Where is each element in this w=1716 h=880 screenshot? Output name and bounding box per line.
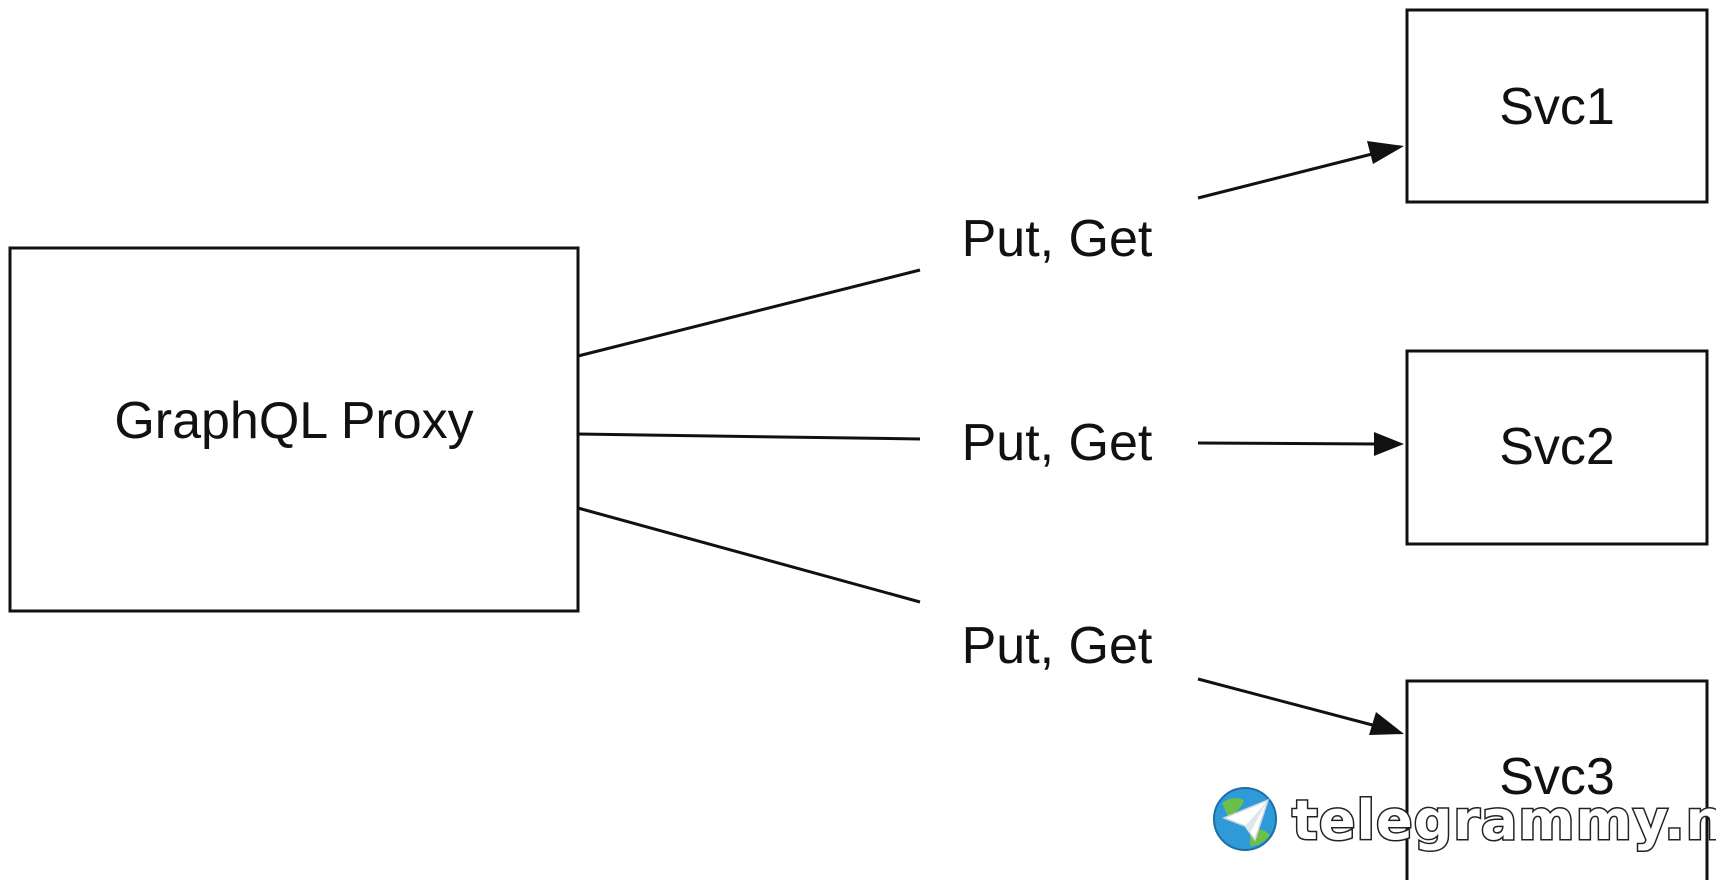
edge-proxy-svc3-label: Put, Get: [962, 617, 1153, 675]
svc2-label: Svc2: [1499, 418, 1615, 476]
edge-proxy-svc1-line-start: [577, 268, 921, 358]
svc3-node: Svc3: [1405, 679, 1709, 880]
svc3-box: [1405, 679, 1709, 880]
graphql-proxy-label: GraphQL Proxy: [114, 392, 473, 450]
edge-proxy-svc3-line-start: [577, 506, 921, 604]
edge-proxy-svc3-arrowhead: [1369, 712, 1404, 735]
edge-proxy-svc3: Put, Get: [577, 506, 1404, 735]
edge-proxy-svc1-arrowhead: [1367, 141, 1404, 164]
edge-proxy-svc2-arrowhead: [1374, 432, 1404, 456]
svc1-box: [1405, 8, 1709, 204]
watermark-text: telegrammy.net: [1292, 789, 1716, 852]
paper-plane-globe-icon: [1213, 787, 1277, 851]
edge-proxy-svc1-label: Put, Get: [962, 210, 1153, 268]
svc1-node: Svc1: [1405, 8, 1709, 204]
edge-proxy-svc1-line-end: [1197, 150, 1381, 200]
graphql-proxy-box: [8, 246, 580, 613]
svc1-label: Svc1: [1499, 78, 1615, 136]
graphql-proxy-node: GraphQL Proxy: [8, 246, 580, 613]
edge-proxy-svc2-line-start: [577, 432, 921, 441]
watermark: telegrammy.net: [1213, 787, 1716, 854]
edge-proxy-svc2: Put, Get: [577, 414, 1404, 472]
edge-proxy-svc3-line-end: [1197, 677, 1381, 729]
svc2-box: [1405, 349, 1709, 546]
svc3-label: Svc3: [1499, 748, 1615, 806]
edge-proxy-svc2-line-end: [1197, 441, 1379, 446]
edge-proxy-svc2-label: Put, Get: [962, 414, 1153, 472]
svc2-node: Svc2: [1405, 349, 1709, 546]
edge-proxy-svc1: Put, Get: [577, 141, 1404, 358]
